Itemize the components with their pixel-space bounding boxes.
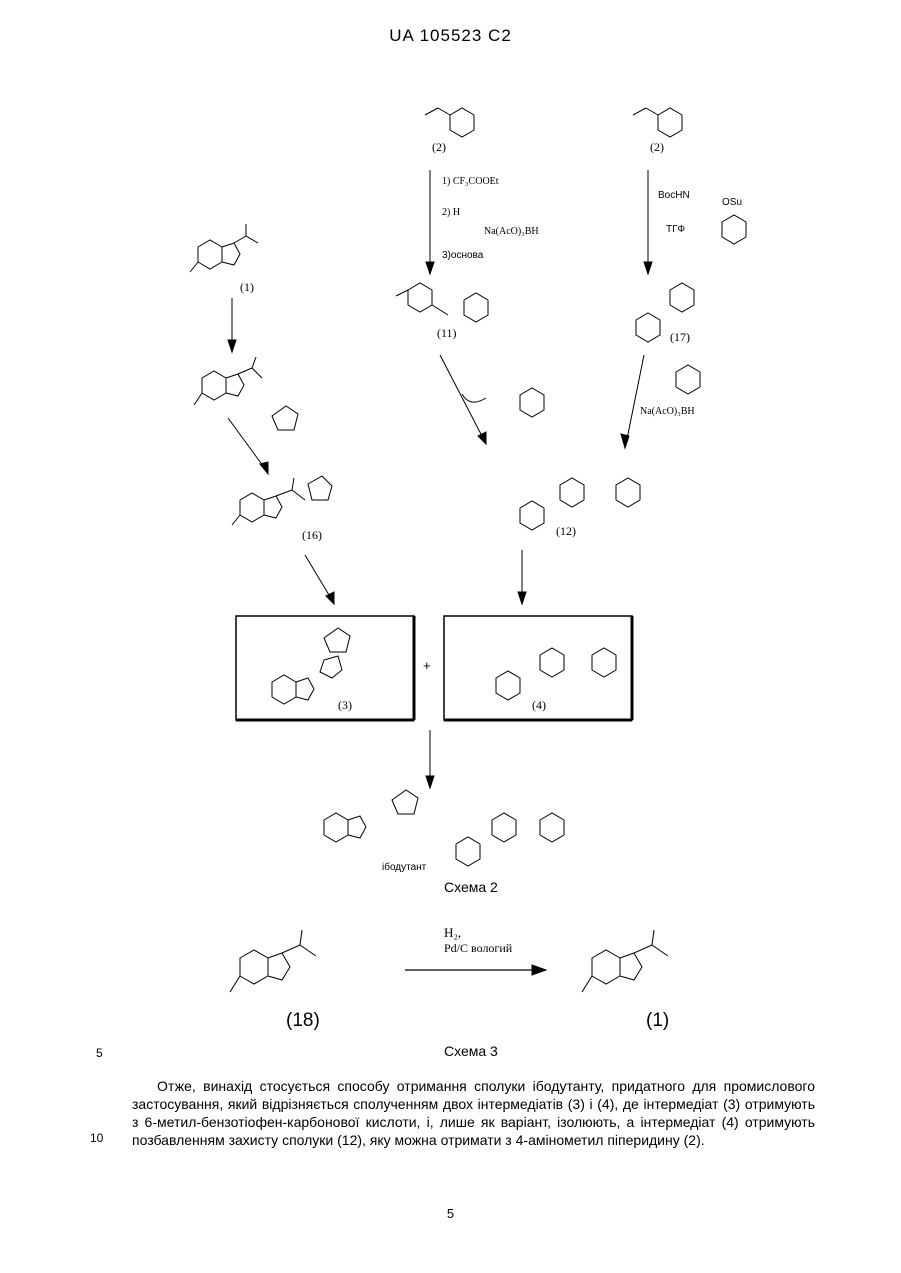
reagent-label: Na(AcO)₃BH (640, 406, 695, 417)
structure-2-a (425, 108, 474, 137)
line-number: 10 (90, 1131, 103, 1145)
structure-12 (520, 478, 640, 530)
compound-label: (11) (437, 326, 457, 341)
structure-11 (396, 283, 488, 322)
scheme-2-caption: Схема 2 (444, 879, 498, 895)
structure-acid-chloride (194, 357, 262, 405)
scheme-3-caption: Схема 3 (444, 1043, 498, 1059)
reagent-label: 2) H (442, 207, 460, 218)
structure-1 (190, 224, 258, 272)
reagent-label: Na(AcO)₃BH (484, 226, 539, 237)
body-paragraph: Отже, винахід стосується способу отриман… (132, 1077, 815, 1149)
product-name: ібодутант (382, 862, 426, 873)
box-intermediate-3 (236, 616, 414, 720)
reagent-label: ТГФ (666, 224, 685, 235)
reagent-label: 1) CF₃COOEt (442, 176, 499, 187)
compound-label: (2) (650, 140, 664, 155)
reaction-scheme-drawing (0, 0, 901, 1060)
plus-sign: + (423, 658, 431, 673)
structure-2-b (633, 108, 682, 137)
structure-1-scheme3 (582, 930, 668, 992)
line-number: 5 (96, 1046, 103, 1060)
page-number: 5 (0, 1206, 901, 1221)
reagent-label: Pd/C вологий (444, 941, 512, 956)
structure-16 (232, 476, 332, 525)
compound-label: (4) (532, 698, 546, 713)
reagent-label: H₂, (444, 925, 461, 941)
compound-label: (3) (338, 698, 352, 713)
reagent-label: BocHN (658, 190, 690, 201)
compound-label: (12) (556, 524, 576, 539)
reagent-label: OSu (722, 197, 742, 208)
compound-label: (17) (670, 330, 690, 345)
compound-label: (16) (302, 528, 322, 543)
compound-label: (18) (286, 1010, 320, 1032)
reagent-label: 3)основа (442, 250, 483, 261)
structure-ibodutant (324, 790, 564, 866)
compound-label: (2) (432, 140, 446, 155)
compound-label: (1) (646, 1010, 669, 1032)
structure-18 (230, 930, 316, 992)
compound-label: (1) (240, 280, 254, 295)
